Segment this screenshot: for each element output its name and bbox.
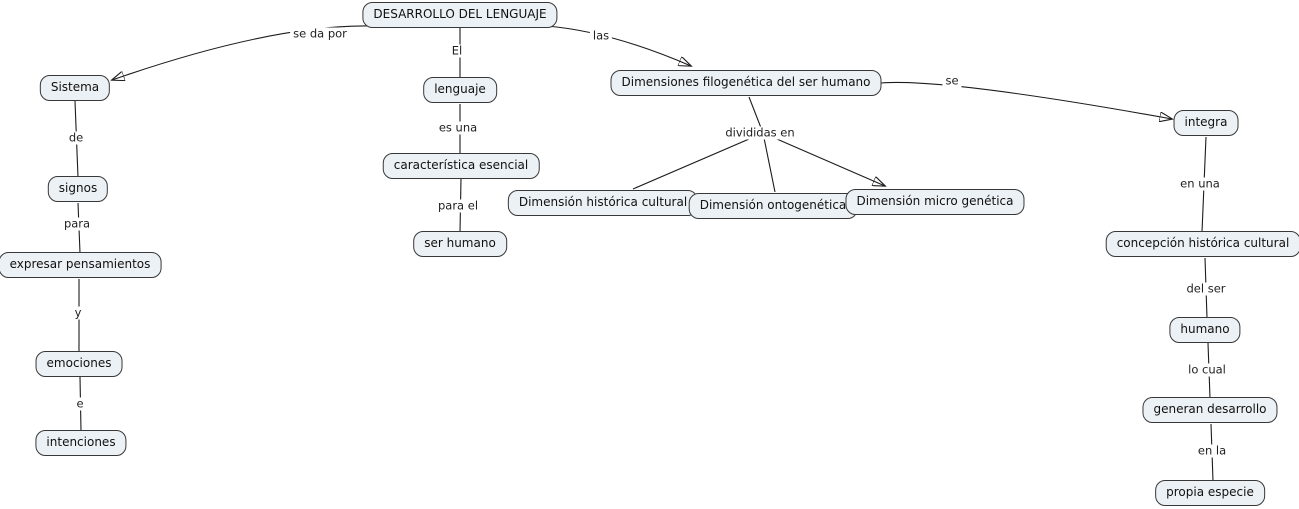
node-concepcion-historica-cultural[interactable]: concepción histórica cultural bbox=[1105, 231, 1299, 257]
link-label-en-la[interactable]: en la bbox=[1194, 444, 1230, 458]
link-label-y[interactable]: y bbox=[71, 306, 85, 320]
node-desarrollo-del-lenguaje[interactable]: DESARROLLO DEL LENGUAJE bbox=[362, 2, 558, 28]
node-dimensiones-filogenetica[interactable]: Dimensiones filogenética del ser humano bbox=[610, 70, 882, 96]
node-propia-especie[interactable]: propia especie bbox=[1155, 480, 1265, 506]
link-label-el[interactable]: El bbox=[448, 44, 466, 58]
link-label-es-una[interactable]: es una bbox=[435, 121, 481, 135]
link-label-las[interactable]: las bbox=[589, 29, 613, 43]
node-lenguaje[interactable]: lenguaje bbox=[423, 77, 497, 103]
node-dimension-ontogenetica[interactable]: Dimensión ontogenética bbox=[688, 193, 858, 219]
node-emociones[interactable]: emociones bbox=[35, 351, 123, 377]
connector-main-sistema bbox=[112, 25, 369, 80]
link-label-para[interactable]: para bbox=[60, 217, 94, 231]
node-generan-desarrollo[interactable]: generan desarrollo bbox=[1142, 397, 1278, 423]
node-dimension-micro-genetica[interactable]: Dimensión micro genética bbox=[845, 189, 1025, 215]
link-label-lo-cual[interactable]: lo cual bbox=[1185, 363, 1229, 377]
connector-divididas-dim-historica bbox=[632, 132, 764, 190]
link-label-se[interactable]: se bbox=[942, 74, 962, 88]
node-ser-humano[interactable]: ser humano bbox=[413, 231, 507, 257]
link-label-e[interactable]: e bbox=[73, 397, 87, 411]
node-expresar-pensamientos[interactable]: expresar pensamientos bbox=[0, 252, 162, 278]
node-caracteristica-esencial[interactable]: característica esencial bbox=[382, 153, 540, 179]
connector-divididas-dim-ontogenetica bbox=[762, 132, 776, 193]
node-humano[interactable]: humano bbox=[1169, 317, 1241, 343]
connector-divididas-dim-micro bbox=[762, 132, 885, 186]
link-label-divididas-en[interactable]: divididas en bbox=[722, 126, 798, 140]
node-sistema[interactable]: Sistema bbox=[39, 75, 111, 101]
link-label-de[interactable]: de bbox=[65, 131, 87, 145]
node-intenciones[interactable]: intenciones bbox=[35, 430, 127, 456]
node-integra[interactable]: integra bbox=[1173, 110, 1239, 136]
node-dimension-historica-cultural[interactable]: Dimensión histórica cultural bbox=[507, 190, 699, 216]
node-signos[interactable]: signos bbox=[47, 176, 109, 202]
link-label-se-da-por[interactable]: se da por bbox=[290, 27, 350, 41]
link-label-del-ser[interactable]: del ser bbox=[1183, 282, 1229, 296]
connector-main-dimensiones bbox=[545, 25, 691, 66]
link-label-para-el[interactable]: para el bbox=[434, 199, 482, 213]
link-label-en-una[interactable]: en una bbox=[1177, 177, 1223, 191]
connector-dimensiones-integra bbox=[880, 81, 1172, 119]
